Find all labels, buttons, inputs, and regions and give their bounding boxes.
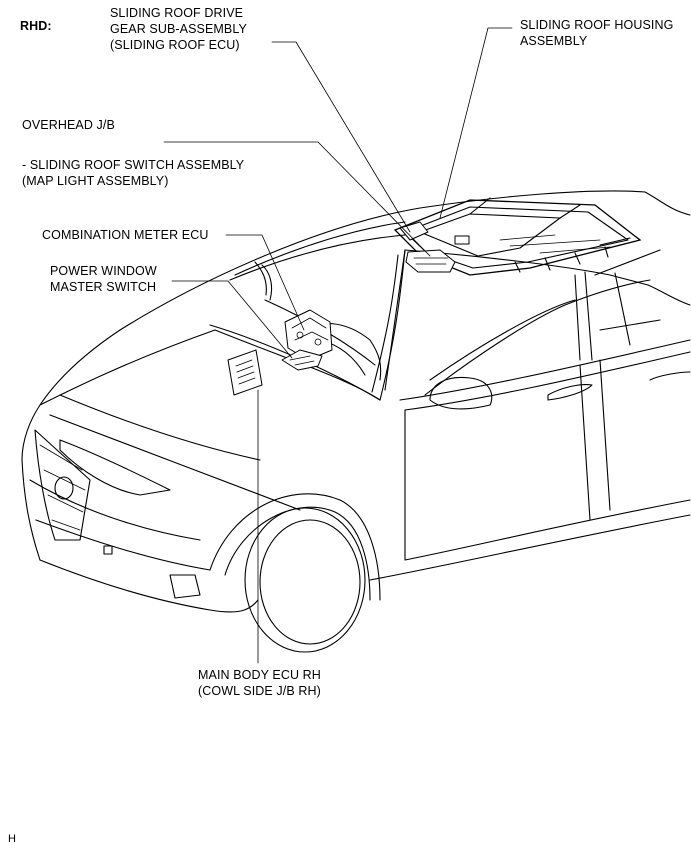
main-body-ecu [227,349,263,396]
label-combination-meter: COMBINATION METER ECU [42,228,209,242]
overhead-jb [405,249,456,273]
car-body [21,190,691,653]
region-label: RHD: [20,19,52,33]
power-window-switch [281,349,323,371]
combination-meter-ecu [284,309,333,361]
footer-code: H [8,833,17,845]
label-overhead-jb: OVERHEAD J/B [22,118,115,132]
leader-lines [163,27,513,664]
label-power-window: POWER WINDOW MASTER SWITCH [50,264,157,294]
label-main-body-ecu: MAIN BODY ECU RH (COWL SIDE J/B RH) [198,668,321,698]
label-sliding-roof-housing: SLIDING ROOF HOUSING ASSEMBLY [520,18,674,48]
label-sliding-roof-drive: SLIDING ROOF DRIVE GEAR SUB-ASSEMBLY (SL… [110,6,247,52]
label-sliding-roof-switch: - SLIDING ROOF SWITCH ASSEMBLY (MAP LIGH… [22,158,245,188]
